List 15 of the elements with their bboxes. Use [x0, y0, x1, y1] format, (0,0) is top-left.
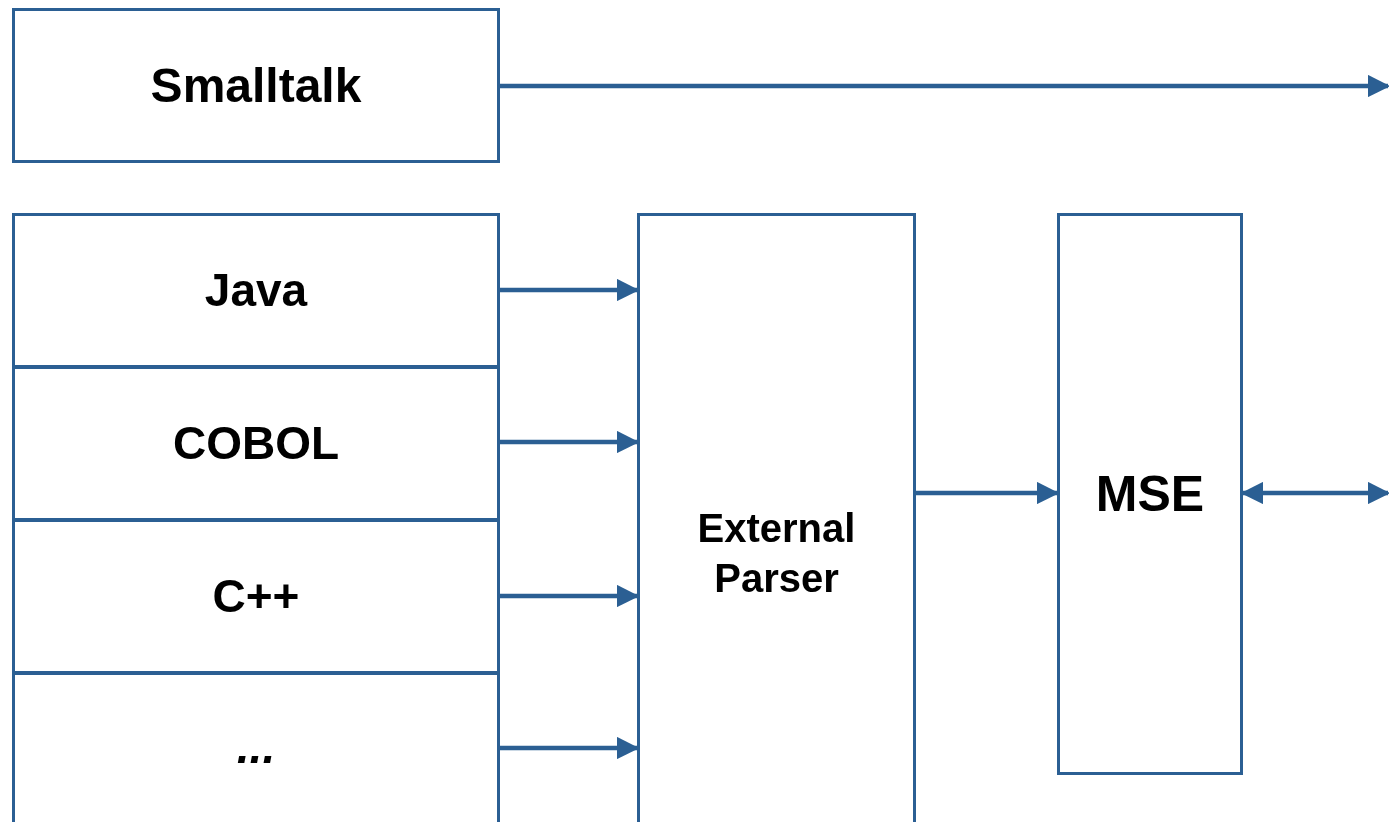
- arrow: [500, 74, 1389, 98]
- node-label: Java: [204, 262, 308, 318]
- process-box: [12, 213, 500, 368]
- process-box: [12, 366, 500, 521]
- process-box: [12, 8, 500, 163]
- process-box: [637, 213, 916, 822]
- node-label: MSE: [1095, 464, 1205, 524]
- node-label: COBOL: [172, 415, 340, 471]
- node-label: Smalltalk: [150, 57, 362, 114]
- process-box: [1057, 213, 1243, 775]
- process-box: [12, 672, 500, 822]
- node-label: C++: [212, 568, 300, 624]
- node-label: External Parser: [696, 505, 857, 602]
- node-label: ...: [236, 720, 276, 776]
- process-box: [12, 519, 500, 674]
